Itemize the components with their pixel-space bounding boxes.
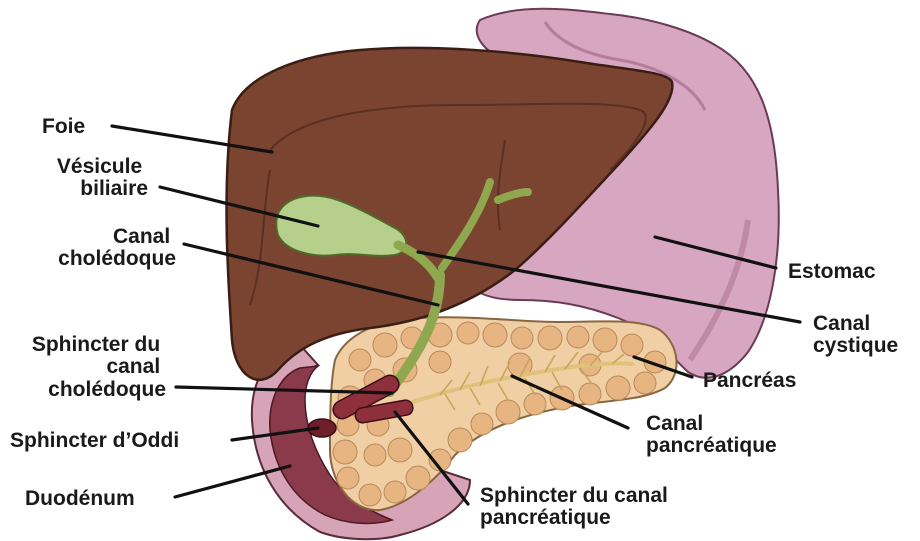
label-estomac: Estomac xyxy=(788,260,876,283)
label-duodenum: Duodénum xyxy=(25,487,135,510)
label-foie: Foie xyxy=(42,115,85,138)
label-sphincter-oddi: Sphincter d’Oddi xyxy=(10,429,179,452)
label-canal-cystique: Canal cystique xyxy=(813,312,898,357)
label-vesicule-biliaire: Vésicule biliaire xyxy=(57,155,148,200)
label-canal-choledoque: Canal cholédoque xyxy=(58,225,176,270)
label-pancreas: Pancréas xyxy=(703,369,796,392)
label-sphincter-canal-pancreatique: Sphincter du canal pancréatique xyxy=(480,484,674,529)
label-sphincter-canal-choledoque: Sphincter du canal cholédoque xyxy=(32,333,166,401)
label-canal-pancreatique: Canal pancréatique xyxy=(646,412,777,457)
